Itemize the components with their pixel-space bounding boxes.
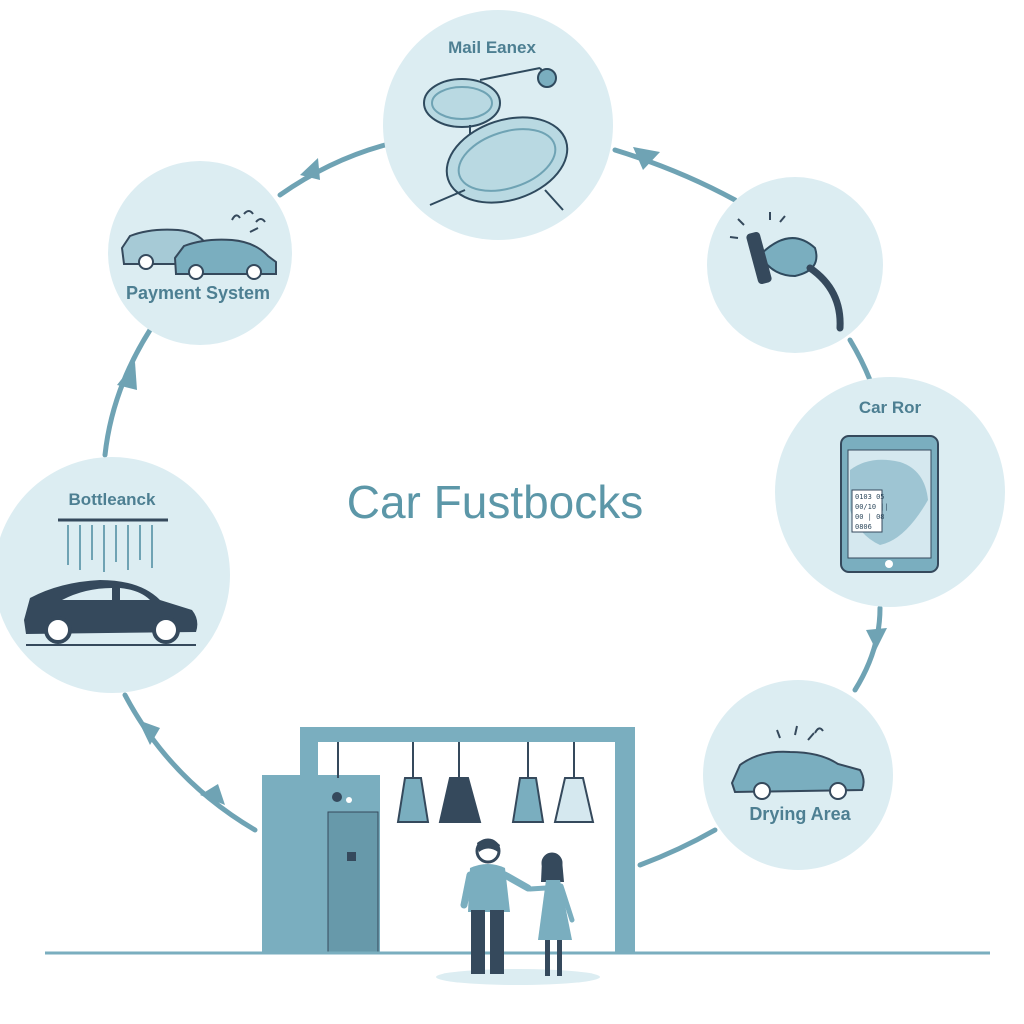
water-spray-icon bbox=[58, 518, 168, 572]
arrow-carror-to-drying bbox=[852, 605, 883, 693]
arrow-nozzle-to-mail bbox=[612, 147, 738, 203]
arrowhead-nozzle-to-mail bbox=[633, 147, 660, 170]
node-car-ror: Car Ror 0103 05 00/10 || 00 | 08 0806 bbox=[775, 377, 1005, 607]
tablet-row-3: 00 | 08 bbox=[855, 513, 885, 521]
ground-shadow bbox=[436, 969, 600, 985]
arrow-mail-to-payment bbox=[277, 142, 388, 198]
node-label-car-ror: Car Ror bbox=[859, 398, 922, 417]
arrowhead-mail-to-payment bbox=[300, 158, 320, 180]
arrowhead-building-to-bottleneck bbox=[200, 784, 225, 805]
two-cars-icon bbox=[120, 210, 277, 280]
man-figure bbox=[460, 838, 532, 974]
tablet-icon: 0103 05 00/10 || 00 | 08 0806 bbox=[840, 435, 939, 573]
cycle-arrows bbox=[102, 142, 887, 868]
arrow-building-to-bottleneck bbox=[122, 692, 258, 833]
arrowhead-building-to-bottleneck-2 bbox=[138, 720, 160, 745]
arrow-nozzle-to-carror bbox=[847, 337, 873, 383]
arrowhead-carror-to-drying bbox=[866, 628, 887, 650]
node-mail-eanex: Mail Eanex bbox=[383, 10, 613, 240]
node-label-mail-eanex: Mail Eanex bbox=[448, 38, 536, 57]
sedan-car-icon bbox=[24, 580, 198, 646]
spray-nozzle-icon bbox=[729, 212, 844, 332]
building-door bbox=[327, 811, 379, 953]
hanging-brushes bbox=[337, 742, 595, 823]
tablet-row-1: 0103 05 bbox=[855, 493, 885, 501]
node-label-bottleneck: Bottleanck bbox=[69, 490, 156, 509]
node-nozzle bbox=[707, 177, 883, 353]
arrow-bottleneck-to-payment bbox=[102, 327, 153, 458]
woman-figure bbox=[527, 852, 575, 976]
car-wash-building bbox=[262, 727, 635, 953]
node-label-drying-area: Drying Area bbox=[749, 804, 851, 824]
node-drying-area: Drying Area bbox=[703, 680, 893, 870]
drying-car-icon bbox=[730, 725, 865, 800]
tablet-row-2: 00/10 || bbox=[855, 503, 889, 511]
brush-pads-icon bbox=[423, 67, 569, 211]
node-payment-system: Payment System bbox=[108, 161, 292, 345]
arrowhead-bottleneck-to-payment bbox=[117, 362, 137, 390]
tablet-row-4: 0806 bbox=[855, 523, 872, 531]
diagram-title: Car Fustbocks bbox=[347, 476, 644, 528]
node-label-payment-system: Payment System bbox=[126, 283, 270, 303]
node-bottleneck: Bottleanck bbox=[0, 457, 230, 693]
arrow-drying-to-building bbox=[637, 827, 718, 868]
